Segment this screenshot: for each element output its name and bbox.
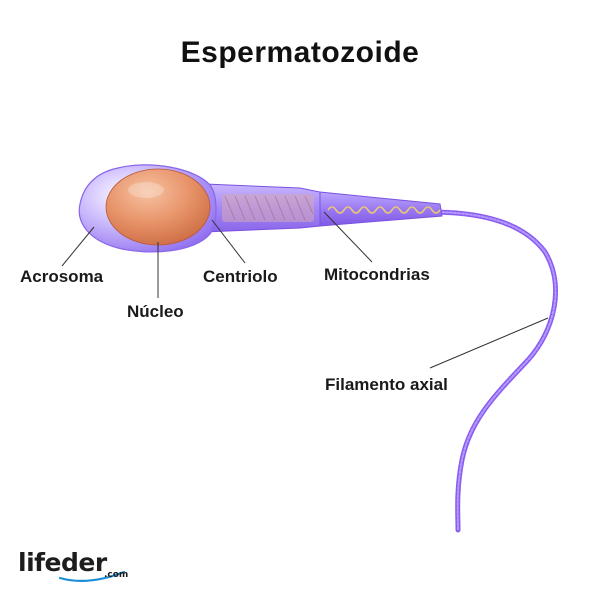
acrosome-leader bbox=[61, 226, 95, 267]
label-nucleus: Núcleo bbox=[127, 302, 184, 321]
label-mitochondria: Mitocondrias bbox=[324, 265, 430, 284]
label-acrosome: Acrosoma bbox=[20, 267, 104, 286]
tail-inner bbox=[429, 211, 557, 531]
lifeder-logo: lifeder .com bbox=[18, 548, 138, 588]
logo-swoosh-icon bbox=[58, 570, 126, 582]
mitochondria-leader bbox=[323, 211, 373, 263]
label-axial-filament: Filamento axial bbox=[325, 375, 448, 394]
tail bbox=[427, 209, 558, 533]
nucleus bbox=[105, 168, 211, 246]
axial-filament-leader bbox=[429, 317, 549, 369]
label-centriole: Centriolo bbox=[203, 267, 278, 286]
logo-domain: .com bbox=[104, 570, 129, 580]
diagram-title: Espermatozoide bbox=[180, 36, 420, 69]
centriole-texture bbox=[224, 195, 314, 221]
middle-piece bbox=[299, 191, 443, 227]
neck-piece bbox=[204, 183, 321, 233]
head bbox=[78, 164, 217, 253]
tail-outer bbox=[427, 209, 558, 533]
centriole-leader bbox=[211, 219, 246, 264]
leader-lines bbox=[61, 211, 549, 369]
logo-wordmark: lifeder bbox=[18, 548, 107, 577]
mitochondria-coil bbox=[327, 206, 441, 214]
